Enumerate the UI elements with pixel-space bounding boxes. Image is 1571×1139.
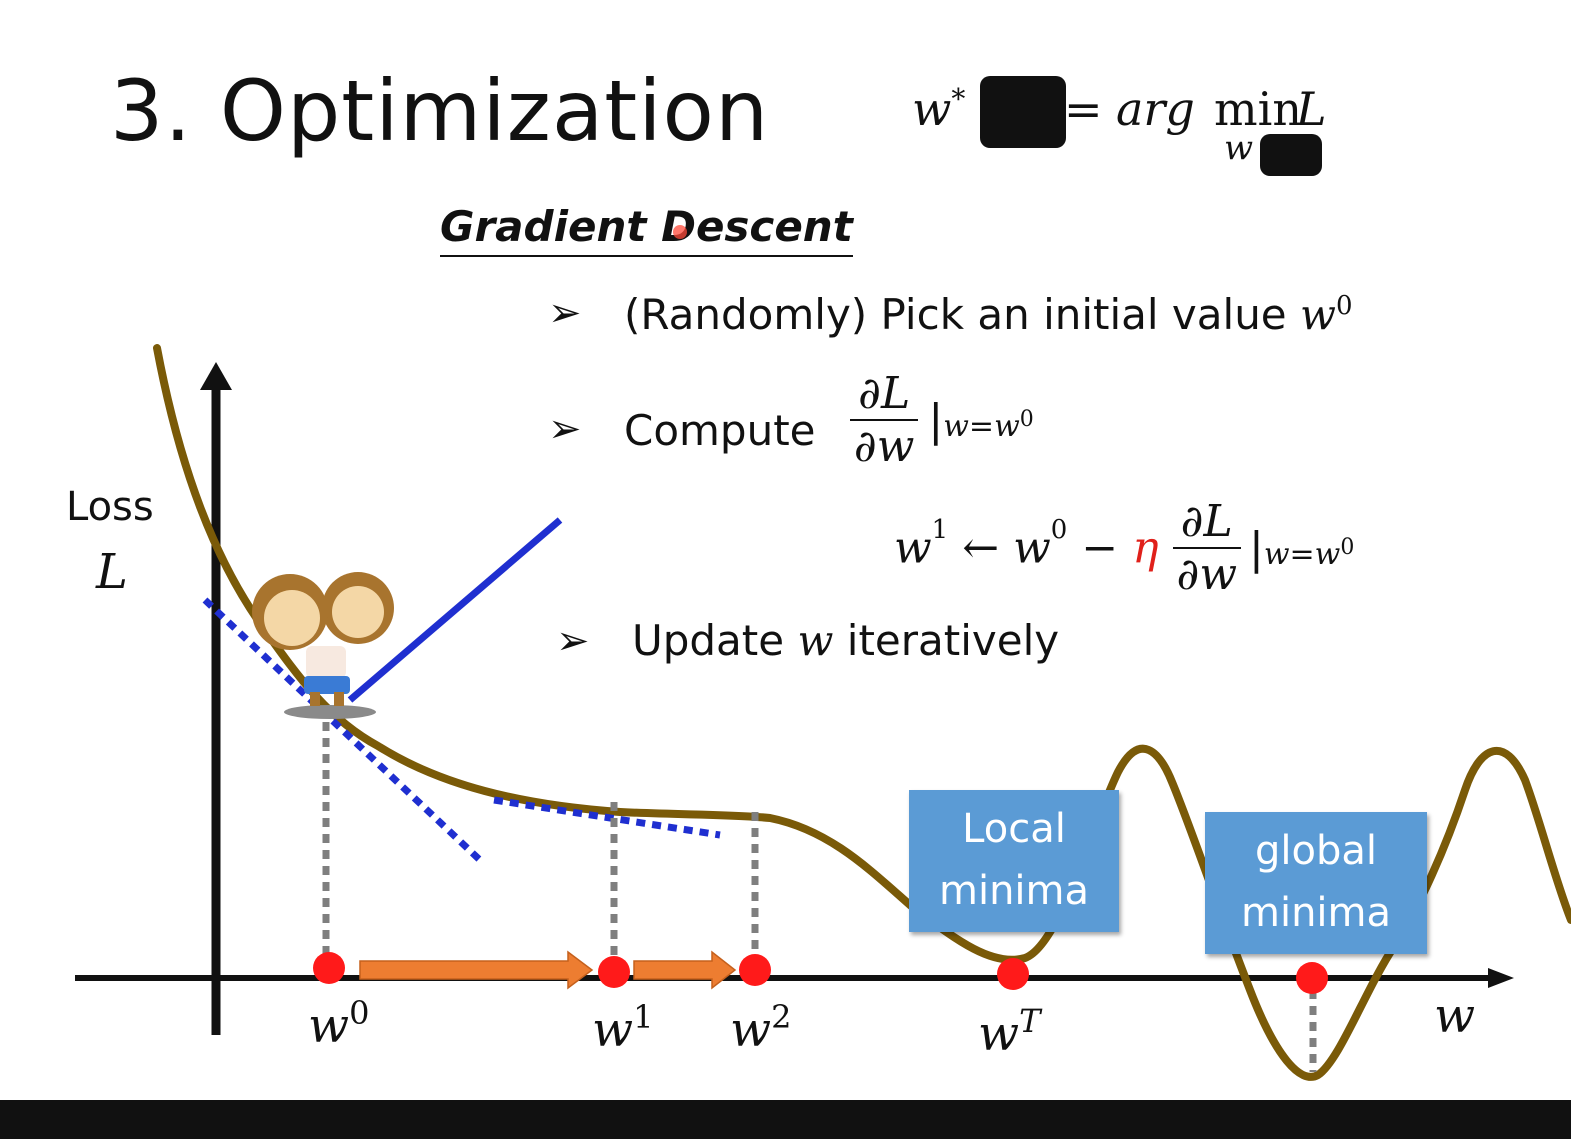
label-w0-sup: 0 — [349, 994, 370, 1032]
update-eta: η — [1132, 522, 1159, 574]
bullet-arrow-icon: ➢ — [548, 290, 582, 336]
update-num: ∂L — [1172, 496, 1241, 549]
global-minima-line1: global — [1255, 828, 1377, 874]
objective-min-sub: w — [1224, 128, 1254, 168]
update-eval-sup: 0 — [1340, 535, 1355, 560]
bullet-arrow-icon: ➢ — [548, 406, 582, 452]
label-w2-sup: 2 — [771, 998, 792, 1036]
derivative-eval: w=w — [943, 409, 1020, 444]
update-eval: w=w — [1263, 537, 1341, 572]
marker-w0 — [313, 952, 345, 984]
bullet-arrow-icon: ➢ — [556, 618, 590, 664]
derivative-fraction: ∂L ∂w — [850, 368, 919, 472]
update-lhs-sup: 1 — [931, 515, 949, 545]
label-w2-base: w — [730, 1002, 772, 1058]
laser-pointer-dot — [673, 225, 687, 239]
bullet-3-var: w — [797, 616, 834, 665]
bullet-3-after: iteratively — [833, 616, 1060, 665]
objective-arg: arg — [1116, 82, 1195, 136]
bullet-3-text: Update — [632, 616, 798, 665]
y-axis-label-loss: Loss — [66, 484, 154, 530]
local-minima-line2: minima — [938, 868, 1090, 914]
update-arrow: ← — [962, 522, 1000, 574]
global-minima-box: global minima — [1205, 812, 1427, 954]
update-rhs: w — [1013, 522, 1051, 574]
bullet-1-var: w — [1300, 290, 1336, 339]
objective-lhs-sup: * — [951, 82, 966, 116]
slide-title: 3. Optimization — [110, 62, 770, 160]
marker-w1 — [598, 956, 630, 988]
redaction-box-2 — [1260, 134, 1322, 176]
update-lhs: w — [894, 522, 932, 574]
derivative-num: ∂L — [850, 368, 919, 421]
bullet-1-var-sup: 0 — [1335, 291, 1353, 321]
bullet-update: Update w iteratively — [632, 616, 1059, 665]
objective-lhs: w — [912, 82, 952, 136]
label-wT-sup: T — [1019, 1002, 1041, 1040]
bullet-compute: Compute — [624, 406, 816, 455]
objective-loss: L — [1296, 82, 1327, 136]
objective-formula: w* — [912, 82, 965, 136]
objective-eq: = — [1064, 82, 1103, 136]
label-wT: wT — [978, 1002, 1040, 1062]
step-arrow-w1-w2 — [633, 950, 737, 990]
bottom-black-bar — [0, 1100, 1571, 1139]
tangent-w1-dotted — [493, 796, 721, 839]
objective-min: min — [1214, 82, 1302, 136]
derivative-eval-sup: 0 — [1019, 407, 1034, 432]
update-fraction: ∂L ∂w — [1172, 496, 1241, 600]
derivative-den: ∂w — [854, 421, 915, 472]
global-minima-line2: minima — [1240, 890, 1392, 936]
bullet-1-text: (Randomly) Pick an initial value — [624, 290, 1300, 339]
update-eval-bar: | — [1248, 522, 1264, 574]
redaction-box — [980, 76, 1066, 148]
label-w1: w1 — [592, 998, 653, 1058]
x-axis-label-w: w — [1434, 988, 1476, 1044]
monkey-character-icon — [252, 572, 394, 719]
local-minima-box: Local minima — [909, 790, 1119, 932]
label-w0-base: w — [308, 998, 350, 1054]
label-w0: w0 — [308, 994, 369, 1054]
marker-global — [1296, 962, 1328, 994]
label-wT-base: w — [978, 1006, 1020, 1062]
update-minus: − — [1081, 522, 1119, 574]
label-w1-base: w — [592, 1002, 634, 1058]
step-arrow-w0-w1 — [359, 950, 594, 990]
update-rhs-sup: 0 — [1050, 515, 1068, 545]
marker-wT — [997, 958, 1029, 990]
label-w2: w2 — [730, 998, 791, 1058]
marker-w2 — [739, 954, 771, 986]
update-den: ∂w — [1176, 549, 1237, 600]
x-axis-arrowhead — [1488, 968, 1514, 988]
y-axis-label-L: L — [96, 544, 128, 600]
bullet-pick-initial: (Randomly) Pick an initial value w0 — [624, 290, 1353, 339]
compute-derivative: ∂L ∂w |w=w0 — [850, 368, 1034, 472]
eval-bar: | — [928, 394, 944, 446]
gradient-descent-heading: Gradient Descent — [440, 202, 853, 257]
local-minima-line1: Local — [962, 806, 1066, 852]
gradient-direction-line — [347, 517, 563, 703]
label-w1-sup: 1 — [633, 998, 654, 1036]
update-rule: w1 ← w0 − η ∂L ∂w |w=w0 — [894, 496, 1354, 600]
y-axis-arrowhead — [200, 362, 232, 390]
